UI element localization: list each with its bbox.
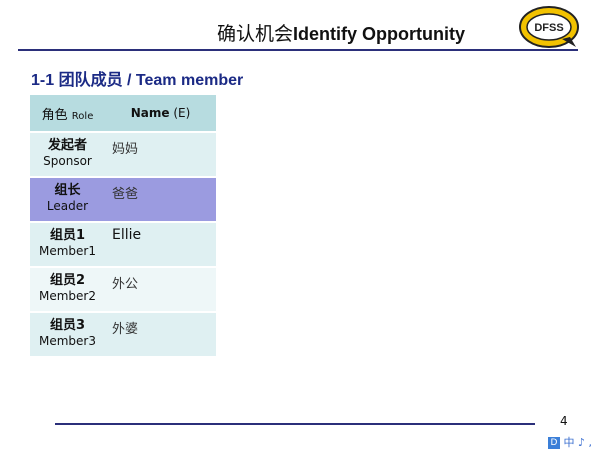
ime-icon[interactable]: D — [548, 437, 560, 449]
role-cell: 组员2 Member2 — [30, 267, 105, 313]
ime-toolbar[interactable]: D 中 ♪ , — [548, 434, 600, 449]
member-name: 外婆 — [112, 322, 139, 337]
role-cell: 组员3 Member3 — [30, 312, 105, 358]
role-cell: 组员1 Member1 — [30, 222, 105, 268]
title-divider — [18, 49, 578, 51]
name-cell: 外婆 — [105, 312, 216, 358]
table-row: 组员3 Member3 外婆 — [30, 312, 216, 358]
header-role-cn: 角色 — [41, 107, 68, 123]
role-en: Sponsor — [43, 154, 92, 168]
slide-title: 确认机会Identify Opportunity — [0, 19, 465, 46]
role-cell: 发起者 Sponsor — [30, 132, 105, 178]
slide-title-cn: 确认机会 — [217, 23, 294, 45]
table-row: 组员1 Member1 Ellie — [30, 222, 216, 268]
role-cn: 组长 — [54, 183, 81, 198]
role-en: Member2 — [39, 289, 96, 303]
role-en: Leader — [46, 199, 89, 213]
table-row: 组员2 Member2 外公 — [30, 267, 216, 313]
header-name: Name (E) — [105, 95, 216, 133]
name-cell: 爸爸 — [105, 177, 216, 223]
dfss-logo-text: DFSS — [534, 22, 563, 34]
section-heading: 1-1 团队成员 / Team member — [31, 72, 244, 89]
table-row: 发起者 Sponsor 妈妈 — [30, 132, 216, 178]
name-cell: 外公 — [105, 267, 216, 313]
role-cn: 发起者 — [47, 138, 87, 153]
role-cn: 组员2 — [49, 273, 86, 288]
role-cn: 组员3 — [49, 318, 86, 333]
header-role: 角色 Role — [30, 95, 105, 133]
member-name: Ellie — [112, 227, 142, 243]
name-cell: 妈妈 — [105, 132, 216, 178]
member-name: 爸爸 — [112, 187, 139, 202]
member-name: 妈妈 — [112, 142, 139, 157]
role-cell: 组长 Leader — [30, 177, 105, 223]
header-role-en: Role — [71, 110, 94, 122]
header-name-suffix: (E) — [169, 106, 191, 120]
slide-title-en: Identify Opportunity — [293, 24, 465, 44]
ime-status-text[interactable]: 中 ♪ , — [563, 436, 593, 449]
name-cell: Ellie — [105, 222, 216, 268]
footer-divider — [55, 423, 535, 425]
page-number: 4 — [560, 414, 568, 428]
role-cn: 组员1 — [49, 228, 86, 243]
header-name-label: Name — [130, 106, 170, 120]
member-name: 外公 — [112, 277, 139, 292]
role-en: Member1 — [39, 244, 96, 258]
team-member-table: 角色 Role Name (E) 发起者 Sponsor 妈妈 组长 Leade… — [30, 95, 216, 358]
table-row: 组长 Leader 爸爸 — [30, 177, 216, 223]
dfss-logo: DFSS — [519, 6, 579, 48]
table-header-row: 角色 Role Name (E) — [30, 95, 216, 133]
role-en: Member3 — [39, 334, 96, 348]
